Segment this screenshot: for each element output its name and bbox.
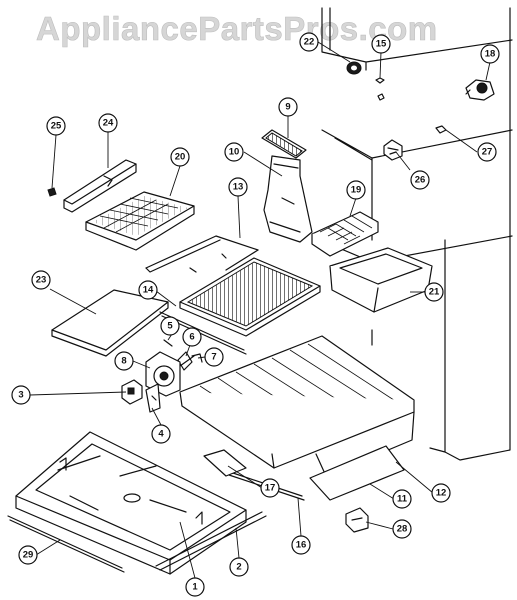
part-25-screw — [47, 187, 57, 197]
svg-text:3: 3 — [18, 390, 23, 401]
callout-27: 27 — [477, 142, 497, 162]
watermark-logo: AppliancePartsPros.com — [36, 10, 438, 48]
svg-text:16: 16 — [296, 540, 307, 551]
part-7-motor-bracket — [191, 353, 203, 363]
callout-18: 18 — [480, 44, 500, 64]
part-11-panel — [309, 445, 405, 501]
part-28-clip — [345, 507, 369, 533]
callout-16: 16 — [291, 535, 311, 555]
callout-23: 23 — [31, 270, 51, 290]
callout-9: 9 — [278, 97, 298, 117]
part-2-rail — [155, 511, 267, 571]
callout-26: 26 — [410, 170, 430, 190]
svg-text:8: 8 — [121, 356, 126, 367]
part-13-wire-shelf — [145, 235, 321, 337]
part-9-air-duct — [261, 129, 313, 243]
svg-text:2: 2 — [236, 562, 241, 573]
part-23-shelf-panel — [51, 289, 169, 357]
part-3-switch — [121, 379, 143, 405]
callout-12: 12 — [431, 483, 451, 503]
svg-text:28: 28 — [397, 524, 408, 535]
callout-4: 4 — [151, 424, 171, 444]
svg-text:10: 10 — [229, 147, 240, 158]
part-15-screw — [375, 77, 385, 101]
svg-text:1: 1 — [192, 582, 198, 593]
callout-20: 20 — [170, 147, 190, 167]
callout-17: 17 — [260, 478, 280, 498]
callout-6: 6 — [182, 327, 202, 347]
svg-text:6: 6 — [189, 332, 194, 343]
svg-text:11: 11 — [397, 494, 408, 505]
part-21-ice-bin — [329, 247, 433, 313]
callout-15: 15 — [371, 34, 391, 54]
leader-lines — [29, 41, 491, 579]
part-26-bracket — [383, 139, 403, 161]
svg-text:18: 18 — [485, 49, 496, 60]
callout-29: 29 — [18, 545, 38, 565]
callout-10: 10 — [224, 142, 244, 162]
svg-text:26: 26 — [415, 175, 426, 186]
svg-text:23: 23 — [36, 275, 47, 286]
svg-text:5: 5 — [167, 321, 173, 332]
svg-text:24: 24 — [103, 118, 114, 129]
part-12-crisper-cover — [179, 335, 415, 477]
svg-text:7: 7 — [211, 352, 216, 363]
callouts: 22 15 18 9 25 24 10 27 20 26 13 19 23 14… — [11, 32, 500, 597]
part-20-ice-rack — [85, 191, 195, 251]
svg-text:4: 4 — [158, 429, 164, 440]
callout-21: 21 — [424, 282, 444, 302]
part-24-bracket — [63, 159, 137, 213]
svg-text:27: 27 — [482, 147, 493, 158]
callout-28: 28 — [392, 519, 412, 539]
part-29-rail — [7, 515, 125, 573]
svg-text:19: 19 — [351, 185, 362, 196]
part-6-fan-blade — [177, 351, 195, 371]
part-4-thermostat — [145, 383, 161, 413]
svg-text:25: 25 — [51, 121, 62, 132]
svg-text:9: 9 — [285, 102, 290, 113]
part-1-drawer-base — [15, 431, 247, 575]
callout-8: 8 — [114, 351, 134, 371]
part-22-knob — [346, 61, 362, 75]
part-19-ice-tray — [311, 211, 379, 257]
part-5-screw — [163, 339, 173, 347]
part-27-clip — [435, 125, 447, 134]
callout-13: 13 — [228, 177, 248, 197]
part-8-fan-motor — [145, 351, 181, 397]
svg-text:15: 15 — [376, 39, 387, 50]
part-18-control — [465, 79, 495, 101]
callout-1: 1 — [185, 577, 205, 597]
callout-22: 22 — [299, 32, 319, 52]
svg-text:29: 29 — [23, 550, 34, 561]
callout-24: 24 — [98, 113, 118, 133]
svg-text:14: 14 — [143, 285, 154, 296]
svg-text:21: 21 — [429, 287, 440, 298]
svg-text:13: 13 — [233, 182, 244, 193]
callout-5: 5 — [160, 316, 180, 336]
part-17-plate — [203, 449, 247, 477]
svg-text:17: 17 — [265, 483, 276, 494]
svg-text:20: 20 — [175, 152, 186, 163]
callout-25: 25 — [46, 116, 66, 136]
callout-11: 11 — [392, 489, 412, 509]
callout-19: 19 — [346, 180, 366, 200]
svg-text:22: 22 — [304, 37, 315, 48]
callout-14: 14 — [138, 280, 158, 300]
callout-3: 3 — [11, 385, 31, 405]
svg-text:12: 12 — [436, 488, 447, 499]
callout-2: 2 — [229, 557, 249, 577]
callout-7: 7 — [204, 347, 224, 367]
